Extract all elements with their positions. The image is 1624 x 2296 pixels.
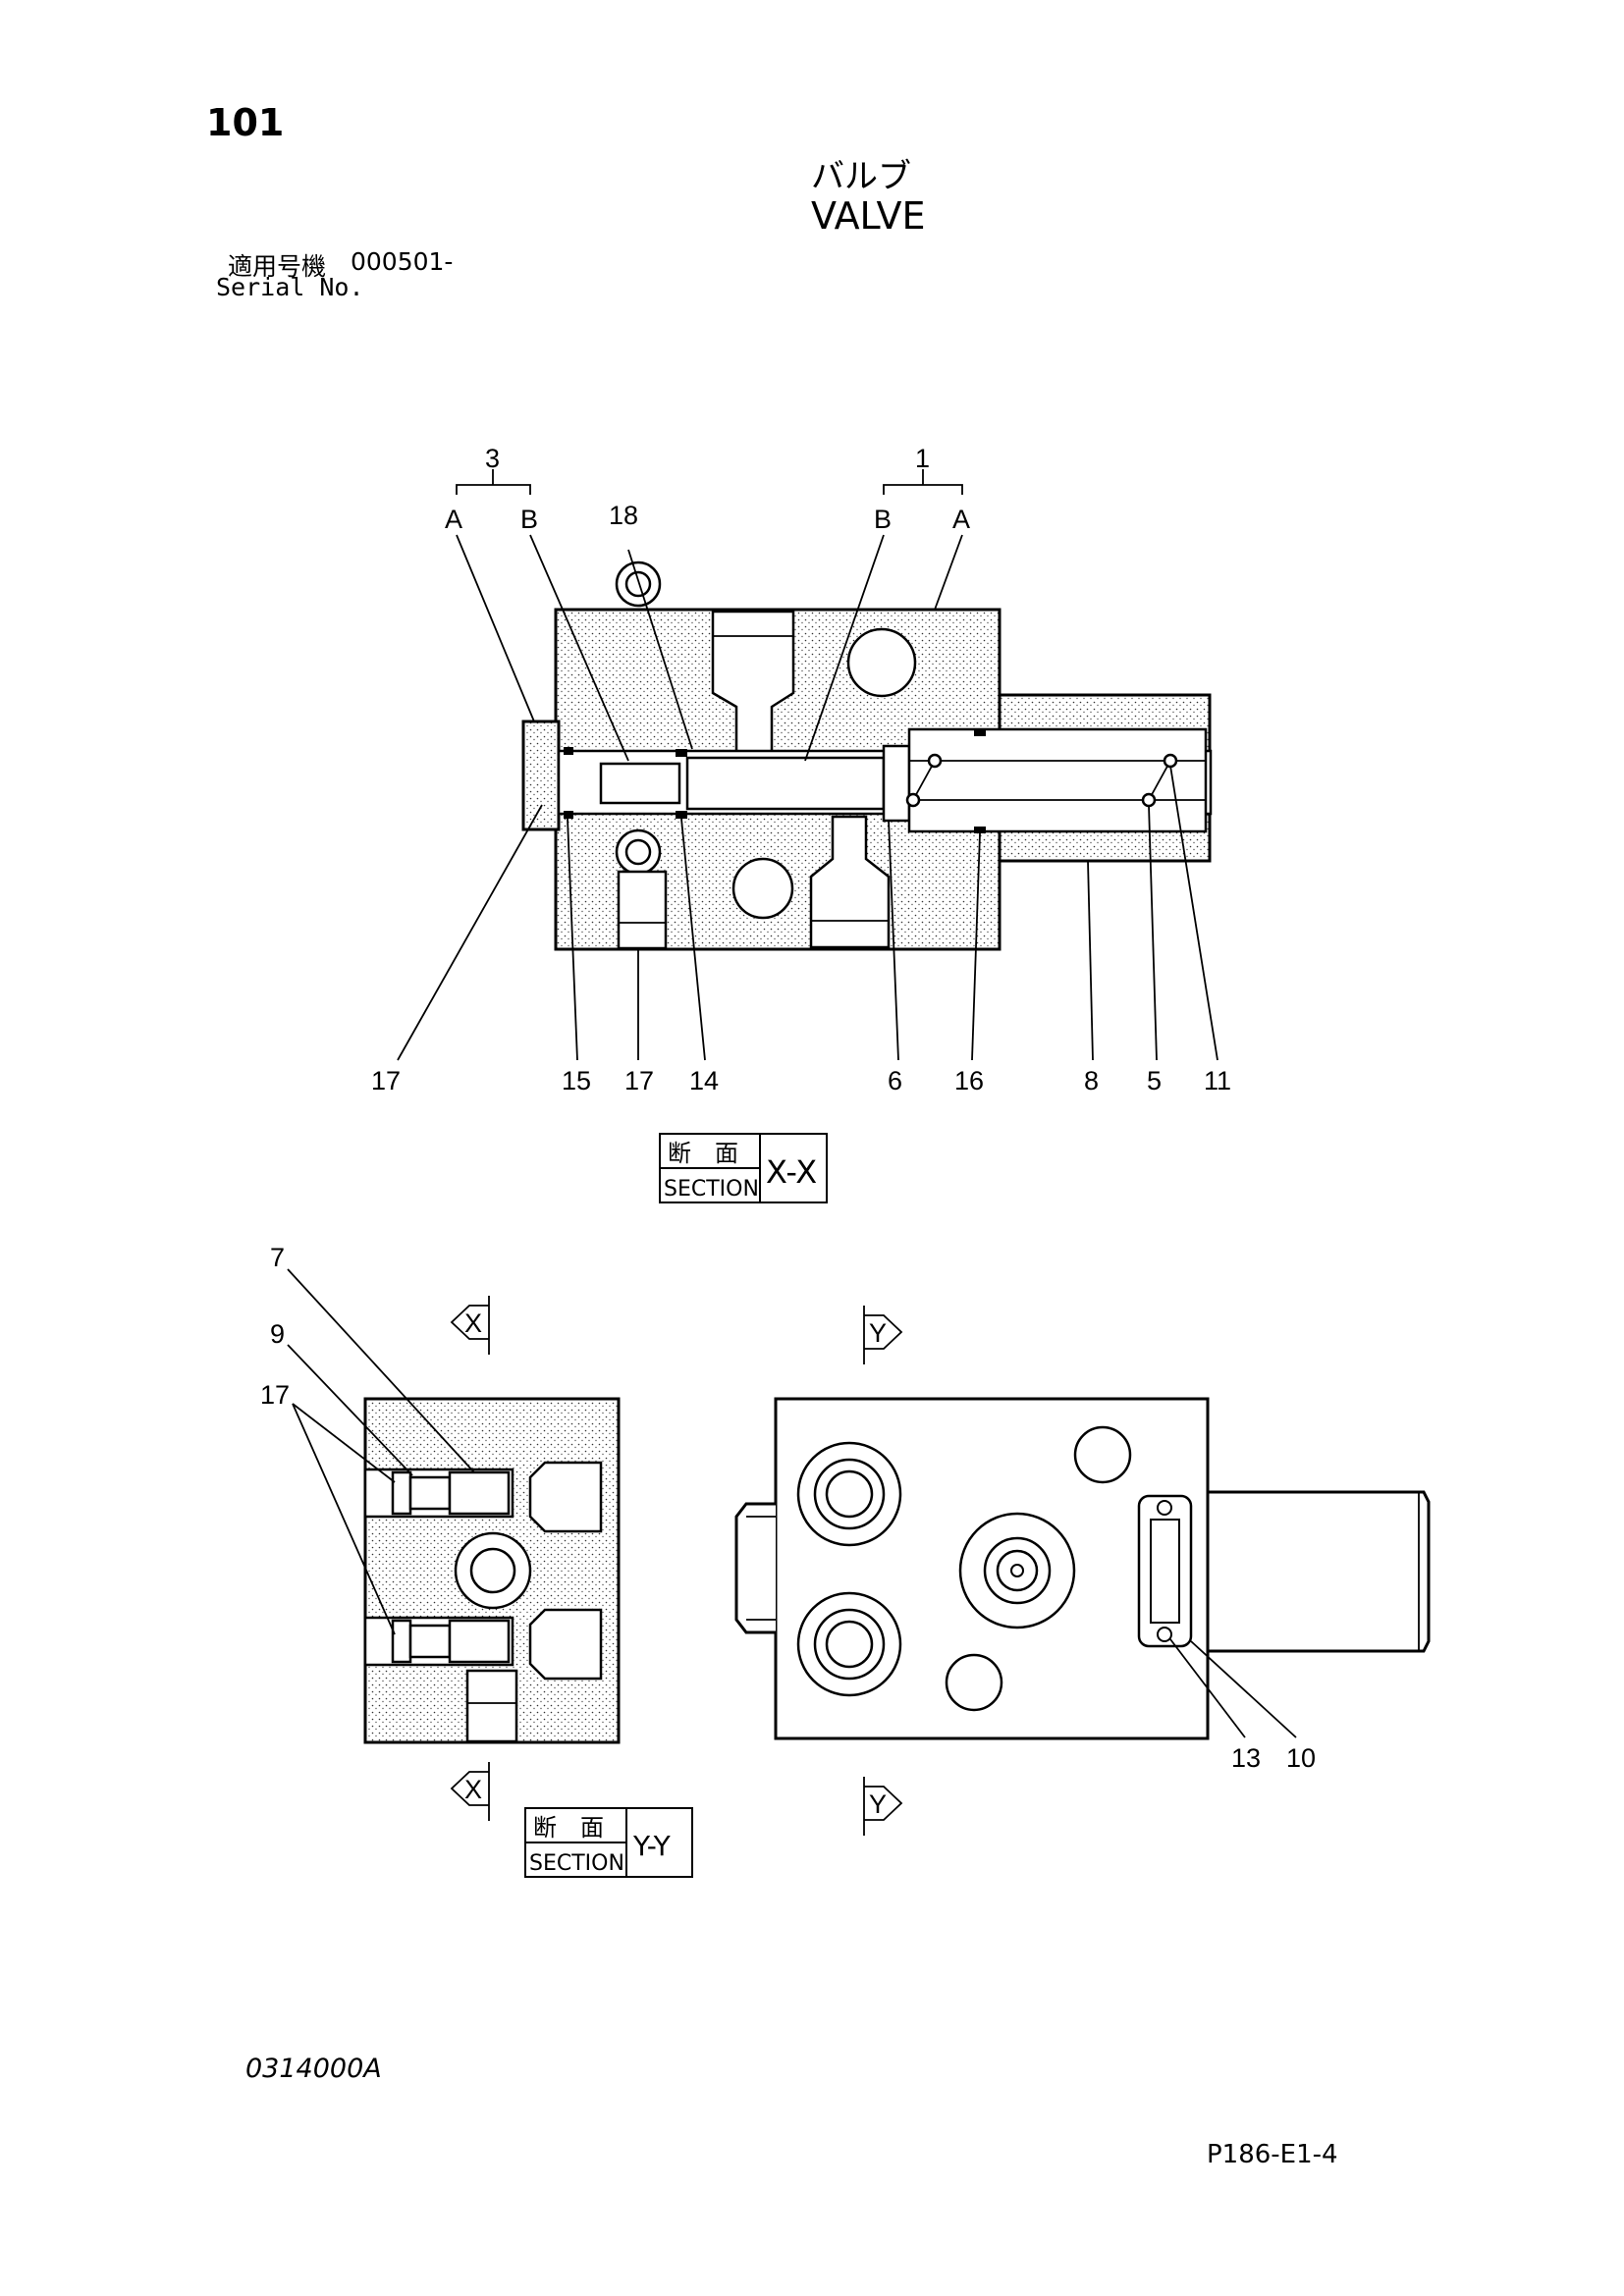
bottom-port [809, 815, 891, 949]
callout-17: 17 [624, 1066, 654, 1095]
callout-3b: B [520, 505, 538, 534]
section-label-jp: 断 面 [668, 1140, 738, 1167]
title-english: VALVE [811, 194, 926, 238]
callout-8: 8 [1084, 1066, 1099, 1095]
section-xx-callouts: 3 1 A B 18 B A 17 15 17 14 6 16 8 5 11 [371, 444, 1231, 1095]
section-yy-label-box: 断 面 SECTION Y-Y [524, 1807, 693, 1878]
external-view: 13 10 [734, 1397, 1431, 1773]
section-label-jp: 断 面 [533, 1814, 604, 1842]
hole [846, 627, 917, 698]
callout-6: 6 [888, 1066, 902, 1095]
callout-18: 18 [609, 501, 638, 530]
callout-10: 10 [1286, 1743, 1316, 1773]
callout-1a: A [952, 505, 970, 534]
callout-7: 7 [270, 1243, 285, 1272]
section-yy-view: 7 9 17 [260, 1243, 621, 1744]
section-label-en: SECTION [529, 1851, 624, 1876]
section-id: X-X [766, 1153, 817, 1191]
callout-1b: B [874, 505, 892, 534]
view-arrow-x-bottom: X [450, 1762, 490, 1821]
callout-14: 14 [689, 1066, 719, 1095]
serial-label-english: Serial No. [216, 273, 364, 301]
plug-cap [521, 720, 561, 831]
section-xx-view [521, 561, 1213, 951]
callout-3a: A [445, 505, 462, 534]
callout-17: 17 [371, 1066, 401, 1095]
callout-17: 17 [260, 1380, 290, 1410]
section-xx-label-box: 断 面 SECTION X-X [659, 1133, 828, 1203]
arrow-label-x: X [464, 1775, 482, 1804]
callout-5: 5 [1147, 1066, 1162, 1095]
arrow-label-y: Y [869, 1789, 887, 1819]
callout-15: 15 [562, 1066, 591, 1095]
serial-value: 000501- [351, 247, 454, 276]
drawing-code: 0314000A [245, 2054, 382, 2084]
page-reference: P186-E1-4 [1207, 2140, 1338, 2169]
hole [731, 857, 794, 920]
callout-13: 13 [1231, 1743, 1261, 1773]
section-label-en: SECTION [664, 1177, 759, 1201]
view-arrow-x-top: X [450, 1296, 490, 1355]
view-arrow-y-top: Y [863, 1306, 903, 1364]
arrow-label-y: Y [869, 1318, 887, 1348]
serial-label-japanese: 適用号機 [228, 252, 327, 281]
callout-11: 11 [1204, 1066, 1231, 1095]
callout-group-1: 1 [915, 444, 930, 473]
page-number: 101 [206, 101, 285, 144]
section-id: Y-Y [632, 1830, 672, 1862]
callout-9: 9 [270, 1319, 285, 1349]
view-arrow-y-bottom: Y [863, 1777, 903, 1836]
callout-16: 16 [954, 1066, 984, 1095]
arrow-label-x: X [464, 1308, 482, 1338]
title-japanese: バルブ [811, 157, 911, 196]
spring-chamber [907, 727, 1208, 833]
callout-group-3: 3 [485, 444, 500, 473]
